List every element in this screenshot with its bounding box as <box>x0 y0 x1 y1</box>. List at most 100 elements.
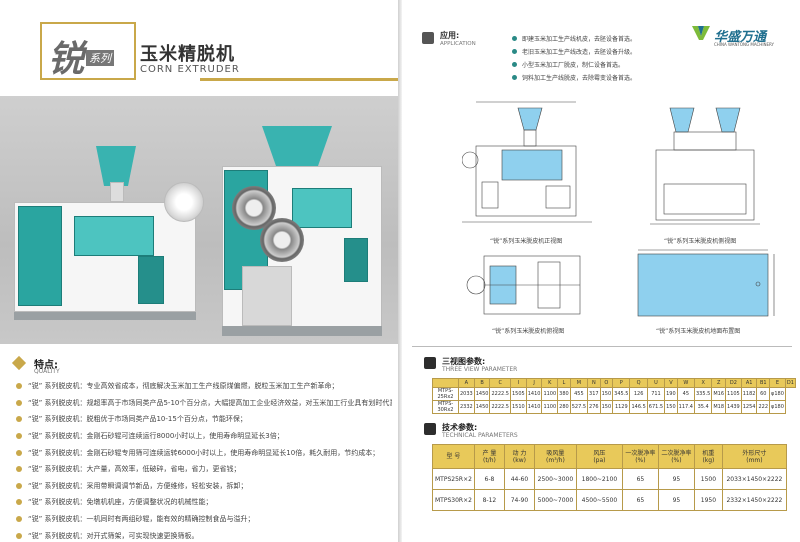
title-underline <box>200 78 398 81</box>
bullet-icon <box>512 49 517 54</box>
table-header-cell: 产 量(t/h) <box>473 444 505 469</box>
table-header-cell: X <box>693 378 713 388</box>
bullet-icon <box>16 532 22 539</box>
table-header-cell: Q <box>629 378 648 388</box>
table-row: MTPS30R×2 8-12 74-90 5000~7000 4500~5500… <box>432 489 787 511</box>
table-header-cell: J <box>525 378 543 388</box>
table-header-cell: 机重(kg) <box>693 444 723 469</box>
list-item: 饲料加工生产线脱皮，去除霉变设备首选。 <box>512 71 636 84</box>
product-title: 玉米精脱机 <box>140 44 235 65</box>
brand-english: CHINA WANTONG MACHINERY <box>714 42 774 47</box>
bullet-icon <box>16 449 22 456</box>
bullet-icon <box>16 466 22 473</box>
table-row: MTPS-30Rx2 2332 1450 2222.5 1510 1410 11… <box>432 400 796 414</box>
table-header-cell: I <box>509 378 527 388</box>
dims-title: 三视图参数: <box>442 357 486 366</box>
list-item: “锐” 系列脱皮机：金刚石砂辊专用筛可连续运转6000小时以上，使用寿命明显延长… <box>16 444 392 461</box>
list-item: “锐” 系列脱皮机：一机同时有两组砂辊，能有效的精确控制食品与溢升； <box>16 511 392 528</box>
table-header-row: 型 号 产 量(t/h) 动 力(kw) 吸风量(m³/h) 风压(pa) 一次… <box>432 444 787 469</box>
table-header-cell: A <box>458 378 475 388</box>
dims-subtitle: THREE VIEW PARAMETER <box>442 366 518 373</box>
product-photo-band <box>0 96 398 344</box>
list-item: 小型玉米加工厂脱皮，制仁设备首选。 <box>512 58 636 71</box>
list-item: “锐” 系列脱皮机：对开式筛架，可实现快速更换筛板。 <box>16 527 392 542</box>
specs-subtitle: TECHNICAL PARAMETERS <box>442 432 518 439</box>
list-item: 即建玉米加工生产线机皮，去胚设备首选。 <box>512 32 636 45</box>
top-view-caption: “锐”系列玉米脱皮机俯视图 <box>492 328 565 335</box>
brand-name: 华盛万通 <box>714 30 767 45</box>
list-item: “锐” 系列脱皮机：大产量，高效率，低破碎，省电，省力，更省钱； <box>16 461 392 478</box>
application-subtitle: APPLICATION <box>440 41 476 47</box>
table-header-cell: E <box>769 378 786 388</box>
table-header-cell: 风压(pa) <box>575 444 623 469</box>
page-gutter <box>398 0 402 542</box>
table-header-cell: W <box>676 378 696 388</box>
bullet-icon <box>512 75 517 80</box>
table-header-cell: A1 <box>740 378 758 388</box>
section-divider <box>412 346 792 347</box>
table-header-cell: P <box>612 378 631 388</box>
top-view-drawing <box>466 255 581 315</box>
front-view-drawing <box>462 101 592 223</box>
list-item: “锐” 系列脱皮机：采用带瞬调调节新品，方便维修，轻松安装，拆卸； <box>16 478 392 495</box>
foundation-drawing <box>637 249 775 317</box>
table-header-cell: B <box>473 378 491 388</box>
right-page: 应用: APPLICATION 即建玉米加工生产线机皮，去胚设备首选。 老旧玉米… <box>402 0 800 542</box>
dims-icon <box>424 357 436 369</box>
machine-photo-closed <box>14 146 204 326</box>
bullet-icon <box>16 482 22 489</box>
table-header-cell: 外形尺寸(mm) <box>721 444 787 469</box>
list-item: 老旧玉米加工生产线改造，去胚设备升级。 <box>512 45 636 58</box>
product-subtitle: CORN EXTRUDER <box>140 64 240 75</box>
table-row: MTPS25R×2 6-8 44-60 2500~3000 1800~2100 … <box>432 468 787 490</box>
specs-title: 技术参数: <box>442 423 478 432</box>
dims-table: A B C I J K L M N O P Q U V W X Z D2 A1 … <box>432 378 796 414</box>
specs-table: 型 号 产 量(t/h) 动 力(kw) 吸风量(m³/h) 风压(pa) 一次… <box>432 444 787 511</box>
list-item: “锐” 系列脱皮机：金刚石砂辊可连续运行8000小时以上，使用寿命明显延长3倍； <box>16 428 392 445</box>
bullet-icon <box>512 36 517 41</box>
list-item: “锐” 系列脱皮机：专业高效省成本，彻底解决玉米加工生产线原煤偏燃，脱粒玉米加工… <box>16 378 392 395</box>
table-header-cell: K <box>541 378 559 388</box>
bullet-icon <box>16 383 22 390</box>
list-item: “锐” 系列脱皮机：脱粗优于市场同类产品10-15个百分点，节能环保； <box>16 411 392 428</box>
table-header-cell: D1 <box>784 378 796 388</box>
table-header-cell: V <box>664 378 678 388</box>
bullet-icon <box>16 433 22 440</box>
front-view-caption: “锐”系列玉米脱皮机正视图 <box>490 238 563 245</box>
features-diamond-icon <box>11 355 27 371</box>
left-page: 锐 系列 玉米精脱机 CORN EXTRUDER <box>0 0 398 542</box>
side-view-caption: “锐”系列玉米脱皮机侧视图 <box>664 238 737 245</box>
features-title: 特点: <box>34 360 58 371</box>
bullet-icon <box>512 62 517 67</box>
table-header-cell: Z <box>711 378 727 388</box>
foundation-caption: “锐”系列玉米脱皮机地面布置图 <box>656 328 741 335</box>
table-header-row: A B C I J K L M N O P Q U V W X Z D2 A1 … <box>432 378 796 388</box>
list-item: “锐” 系列脱皮机：免墩机机座，方便调整状况的机械性能； <box>16 494 392 511</box>
table-header-cell: D2 <box>725 378 742 388</box>
bullet-icon <box>16 499 22 506</box>
specs-icon <box>424 423 436 435</box>
table-header-cell: U <box>646 378 666 388</box>
table-header-cell <box>432 378 459 388</box>
bullet-icon <box>16 516 22 523</box>
application-icon <box>422 32 434 44</box>
brand-mark-icon <box>692 26 710 40</box>
table-header-cell: C <box>489 378 511 388</box>
table-header-cell: L <box>557 378 571 388</box>
bullet-icon <box>16 399 22 406</box>
application-title: 应用: <box>440 31 460 40</box>
series-logo: 锐 系列 <box>40 22 136 80</box>
list-item: “锐” 系列脱皮机：规超率高于市场同类产品5-10个百分点，大幅提高加工企业经济… <box>16 395 392 412</box>
table-header-cell: 一次脱净率(%) <box>621 444 659 469</box>
table-header-cell: M <box>569 378 589 388</box>
table-header-cell: 型 号 <box>432 444 475 469</box>
features-subtitle: QUALITY <box>34 368 60 375</box>
series-logo-glyph: 锐 <box>48 38 85 80</box>
machine-photo-open <box>212 126 392 338</box>
table-header-cell: 动 力(kw) <box>503 444 535 469</box>
application-list: 即建玉米加工生产线机皮，去胚设备首选。 老旧玉米加工生产线改造，去胚设备升级。 … <box>512 32 636 84</box>
table-header-cell: 吸风量(m³/h) <box>533 444 577 469</box>
table-row: MTPS-25Rx2 2033 1450 2222.5 1505 1410 11… <box>432 387 796 401</box>
table-header-cell: 二次脱净率(%) <box>657 444 695 469</box>
